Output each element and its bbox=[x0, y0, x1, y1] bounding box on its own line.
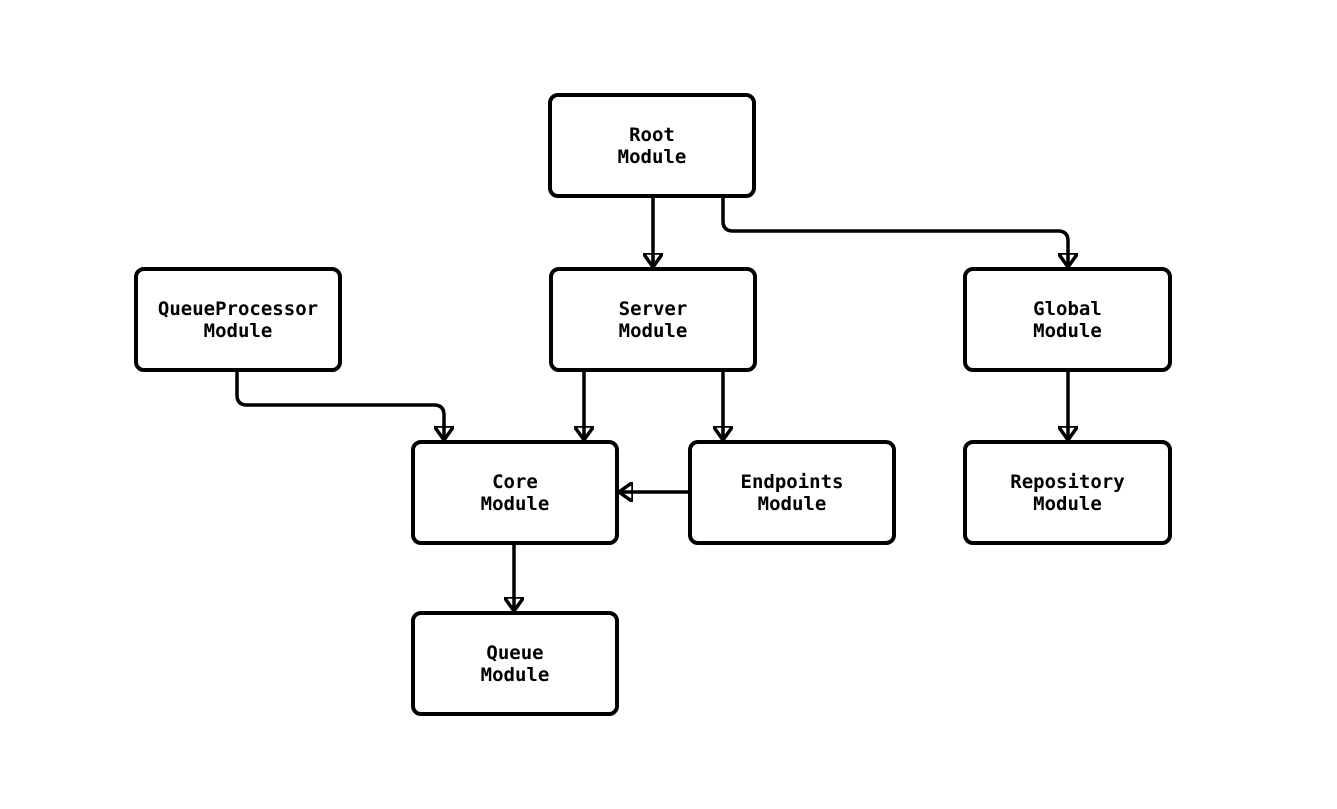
node-global-module-label-line2: Module bbox=[1033, 319, 1102, 342]
node-repository-module: Repository Module bbox=[963, 440, 1172, 545]
edge-root-to-global bbox=[721, 198, 1068, 267]
edge-queueprocessor-to-core bbox=[235, 372, 444, 440]
node-core-module-label-line1: Core bbox=[492, 470, 538, 493]
node-repository-module-label-line2: Module bbox=[1033, 492, 1102, 515]
node-queue-module: Queue Module bbox=[411, 611, 619, 716]
node-queue-module-label-line2: Module bbox=[480, 663, 550, 686]
node-endpoints-module: Endpoints Module bbox=[688, 440, 896, 545]
node-repository-module-label-line1: Repository bbox=[1010, 470, 1125, 493]
node-root-module-label-line1: Root bbox=[629, 123, 675, 146]
node-endpoints-module-label-line2: Module bbox=[757, 492, 827, 515]
node-server-module: Server Module bbox=[549, 267, 757, 372]
node-queueprocessor-module-label-line2: Module bbox=[203, 319, 273, 342]
node-core-module: Core Module bbox=[411, 440, 619, 545]
node-root-module-label-line2: Module bbox=[617, 145, 687, 168]
node-core-module-label-line2: Module bbox=[480, 492, 550, 515]
node-global-module-label-line1: Global bbox=[1033, 297, 1102, 320]
node-queueprocessor-module-label-line1: QueueProcessor bbox=[157, 297, 319, 320]
node-root-module: Root Module bbox=[548, 93, 756, 198]
node-queueprocessor-module: QueueProcessor Module bbox=[134, 267, 342, 372]
node-global-module: Global Module bbox=[963, 267, 1172, 372]
node-server-module-label-line1: Server bbox=[618, 297, 688, 320]
node-queue-module-label-line1: Queue bbox=[486, 641, 544, 664]
node-server-module-label-line2: Module bbox=[618, 319, 688, 342]
node-endpoints-module-label-line1: Endpoints bbox=[740, 470, 844, 493]
